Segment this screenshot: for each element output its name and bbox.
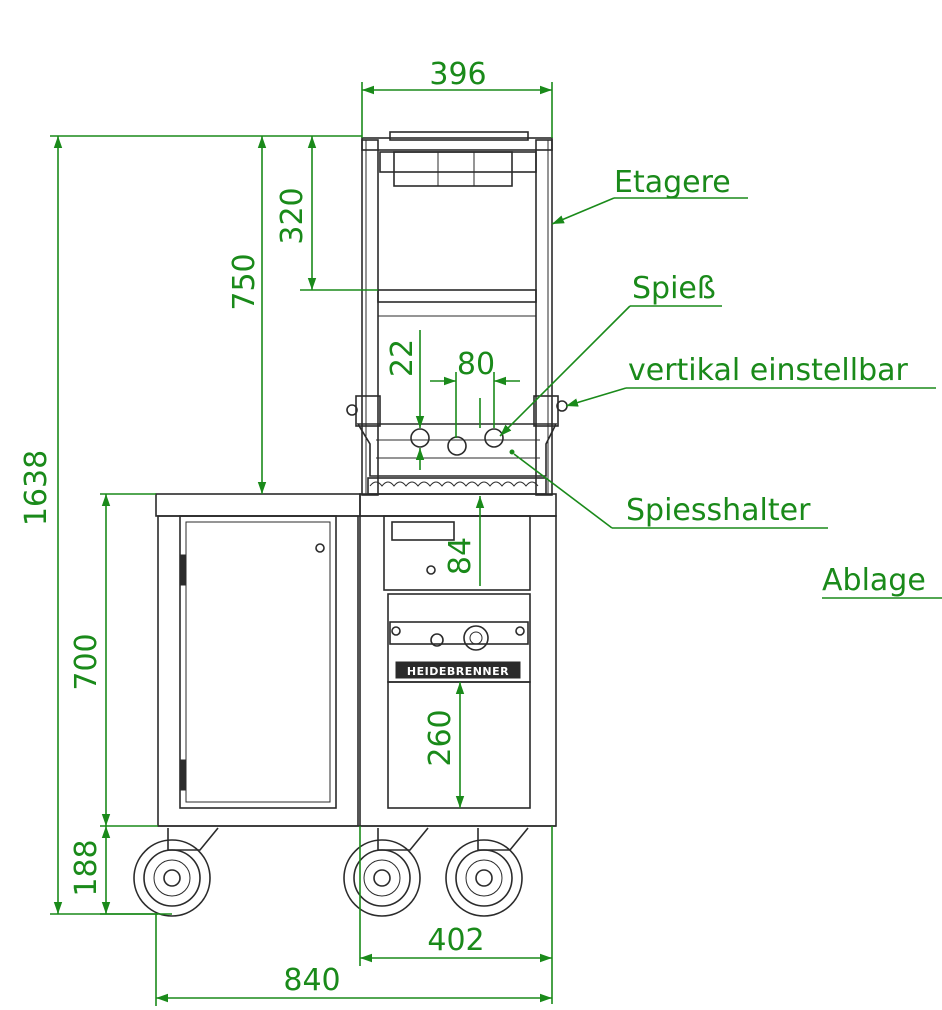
dim-total-height: 1638 xyxy=(19,450,54,526)
worktop-right xyxy=(359,493,557,517)
brand-logo: HEIDEBRENNER xyxy=(407,665,509,678)
dim-spit-spacing: 80 xyxy=(457,347,495,382)
label-etagere: Etagere xyxy=(614,165,731,200)
wheel-left xyxy=(133,827,219,917)
cabinet-left xyxy=(157,515,360,827)
dim-shelf-height: 320 xyxy=(275,187,310,244)
dim-wheel-height: 188 xyxy=(69,839,104,896)
label-spiesshalter: Spiesshalter xyxy=(626,493,811,528)
label-vertikal-einstellbar: vertikal einstellbar xyxy=(628,353,908,388)
grill-device xyxy=(133,131,568,917)
dim-spit-holder-height: 84 xyxy=(443,537,478,575)
worktop-left xyxy=(155,493,361,517)
grill-body xyxy=(359,515,557,827)
label-ablage: Ablage xyxy=(822,563,926,598)
dimension-lines xyxy=(50,82,942,1006)
dim-spit-offset: 22 xyxy=(385,339,420,377)
spit-holder xyxy=(356,423,558,495)
dim-total-width: 840 xyxy=(283,963,340,998)
dim-upper-height: 750 xyxy=(227,253,262,310)
dim-body-height: 700 xyxy=(69,633,104,690)
wheel-right xyxy=(445,827,529,917)
dim-etagere-width: 396 xyxy=(429,57,486,92)
dim-grill-width: 402 xyxy=(427,923,484,958)
dim-grill-section-height: 260 xyxy=(423,709,458,766)
etagere-frame xyxy=(346,131,568,496)
label-spiess: Spieß xyxy=(632,271,716,306)
wheel-middle xyxy=(343,827,429,917)
